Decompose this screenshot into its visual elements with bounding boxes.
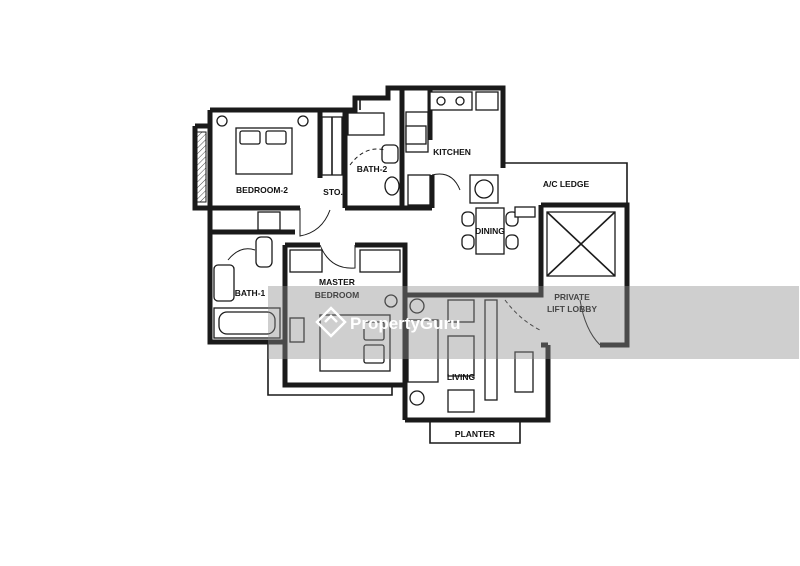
label-master-1: MASTER [319, 277, 355, 287]
label-bath-1: BATH-1 [235, 288, 266, 298]
dining-table [475, 207, 505, 255]
label-dining: DINING [475, 226, 505, 236]
room-labels: BEDROOM-2 BATH-2 KITCHEN A/C LEDGE STO. … [235, 147, 598, 439]
outer-walls [192, 85, 630, 444]
label-kitchen: KITCHEN [433, 147, 471, 157]
label-bath-2: BATH-2 [357, 164, 388, 174]
label-store: STO. [323, 187, 343, 197]
sofa [407, 319, 439, 383]
watermark-brand: PropertyGuru [350, 314, 461, 333]
doors [227, 173, 601, 346]
label-master-2: BEDROOM [315, 290, 359, 300]
label-ac-ledge: A/C LEDGE [543, 179, 590, 189]
label-living: LIVING [447, 372, 476, 382]
internal-walls [210, 88, 548, 395]
propertyguru-logo-icon [315, 306, 347, 338]
fixtures [195, 91, 616, 413]
label-planter: PLANTER [455, 429, 495, 439]
label-lift-1: PRIVATE [554, 292, 590, 302]
label-bedroom-2: BEDROOM-2 [236, 185, 288, 195]
label-lift-2: LIFT LOBBY [547, 304, 597, 314]
watermark: PropertyGuru [268, 286, 799, 359]
